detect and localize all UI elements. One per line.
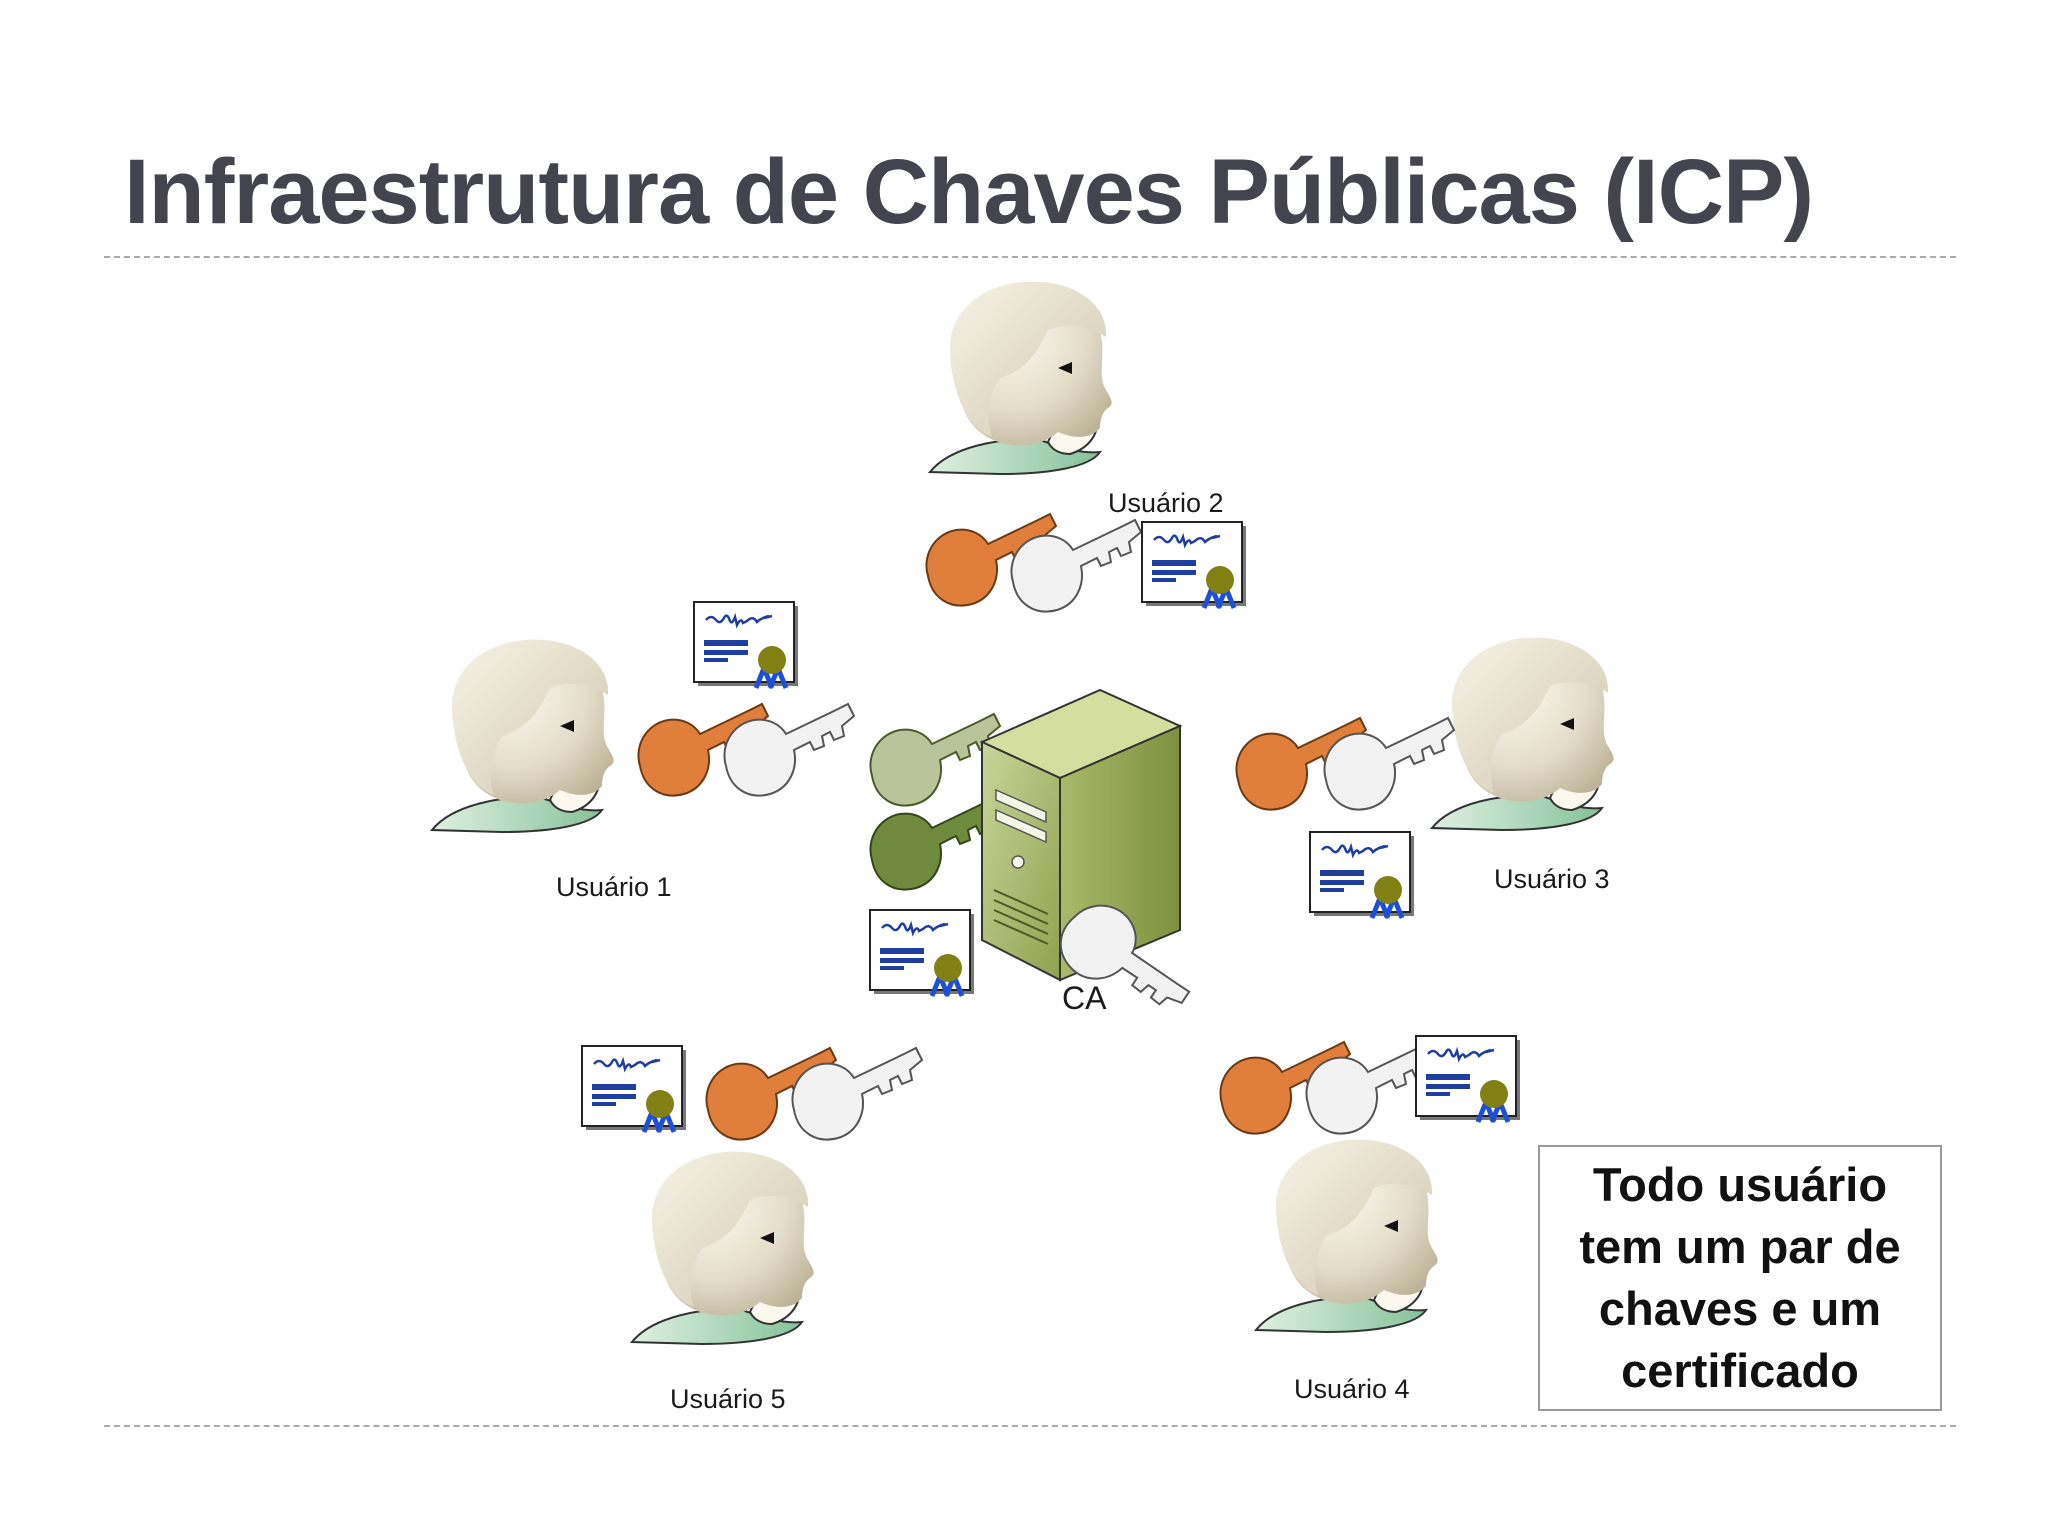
- certificate-icon: [1416, 1036, 1520, 1122]
- certificate-icon: [1142, 522, 1246, 608]
- certificate-icon: [582, 1046, 686, 1132]
- divider-bottom: [104, 1425, 1956, 1427]
- user-5-label: Usuário 5: [670, 1384, 786, 1414]
- user-head-icon: [1431, 636, 1615, 831]
- ca-private-key-icon: [869, 797, 1001, 891]
- certificate-icon: [870, 910, 974, 996]
- certificate-icon: [694, 602, 798, 688]
- slide-title: Infraestrutura de Chaves Públicas (ICP): [124, 141, 1814, 243]
- user-head-icon: [1255, 1138, 1439, 1333]
- user-head-icon: [929, 280, 1113, 475]
- user-4-label: Usuário 4: [1294, 1374, 1410, 1404]
- note-text: Todo usuário tem um par de chaves e um c…: [1579, 1158, 1901, 1397]
- user-head-icon: [431, 638, 615, 833]
- user-1-group: [431, 602, 855, 833]
- user-2-label: Usuário 2: [1108, 488, 1224, 518]
- ca-public-key-icon: [869, 713, 1001, 807]
- note-box: Todo usuário tem um par de chaves e um c…: [1538, 1145, 1942, 1411]
- user-2-group: [925, 280, 1246, 613]
- user-1-label: Usuário 1: [556, 872, 672, 902]
- user-3-label: Usuário 3: [1494, 864, 1610, 894]
- ca-group: [869, 688, 1194, 1044]
- certificate-icon: [1310, 832, 1414, 918]
- user-5-group: [582, 1046, 923, 1345]
- user-head-icon: [631, 1150, 815, 1345]
- server-icon: [979, 688, 1183, 982]
- ca-label: CA: [1062, 980, 1107, 1016]
- divider-top: [104, 256, 1956, 258]
- user-4-group: [1219, 1036, 1520, 1333]
